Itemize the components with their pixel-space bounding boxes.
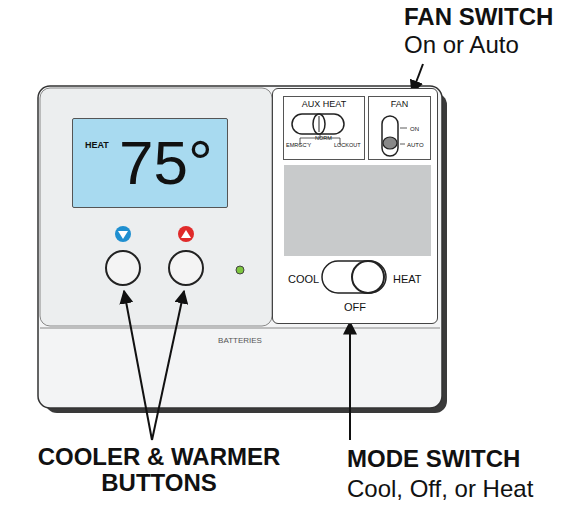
switch-position: COOL — [288, 273, 319, 285]
panel-title: FAN — [369, 100, 430, 110]
fan-switch — [382, 116, 398, 156]
battery-door: BATTERIES — [38, 328, 442, 408]
callout-title: FAN SWITCH — [404, 4, 553, 30]
housing — [38, 86, 442, 408]
part-label: BATTERIES — [38, 337, 442, 346]
mode-indicator: HEAT — [85, 141, 109, 151]
warmer-button — [169, 251, 203, 285]
aux-heat-switch — [292, 114, 344, 134]
battery-door-seam — [40, 328, 440, 329]
down-triangle — [118, 231, 128, 239]
fan-tick — [400, 128, 407, 129]
fan-tick — [400, 144, 405, 145]
mode-switch — [322, 261, 386, 293]
switch-position: EMRGC'Y — [286, 142, 311, 148]
leader-arrow — [152, 291, 184, 440]
switch-position: ON — [410, 126, 419, 133]
cooler-icon — [115, 226, 131, 242]
fan-knob — [383, 137, 397, 149]
panel-title: AUX HEAT — [284, 100, 364, 110]
cooler-button — [106, 251, 140, 285]
switch-position: LOCKOUT — [334, 142, 361, 148]
aux-heat-knob — [313, 114, 325, 134]
fan-box: FAN ON AUTO — [368, 96, 431, 160]
front-face — [40, 88, 272, 326]
switch-position: AUTO — [407, 142, 424, 149]
up-triangle — [181, 230, 191, 238]
warmer-icon — [178, 226, 194, 242]
switch-position: OFF — [344, 301, 366, 313]
mode-knob — [352, 261, 384, 293]
callout-title: COOLER & WARMER BUTTONS — [14, 444, 304, 497]
switch-position: NORM — [315, 135, 332, 141]
leader-arrow — [124, 291, 152, 440]
switch-position: HEAT — [393, 273, 422, 285]
aux-heat-ticks — [300, 134, 340, 145]
knob-line — [319, 116, 320, 132]
leader-arrow — [349, 322, 351, 440]
callout-title: MODE SWITCH — [347, 446, 520, 472]
callout-note: On or Auto — [404, 32, 519, 58]
blank-panel — [284, 165, 431, 256]
callout-note: Cool, Off, or Heat — [347, 476, 533, 502]
status-led — [236, 266, 244, 274]
display-screen: HEAT 75° — [72, 118, 228, 208]
temperature-readout: 75° — [119, 129, 213, 197]
